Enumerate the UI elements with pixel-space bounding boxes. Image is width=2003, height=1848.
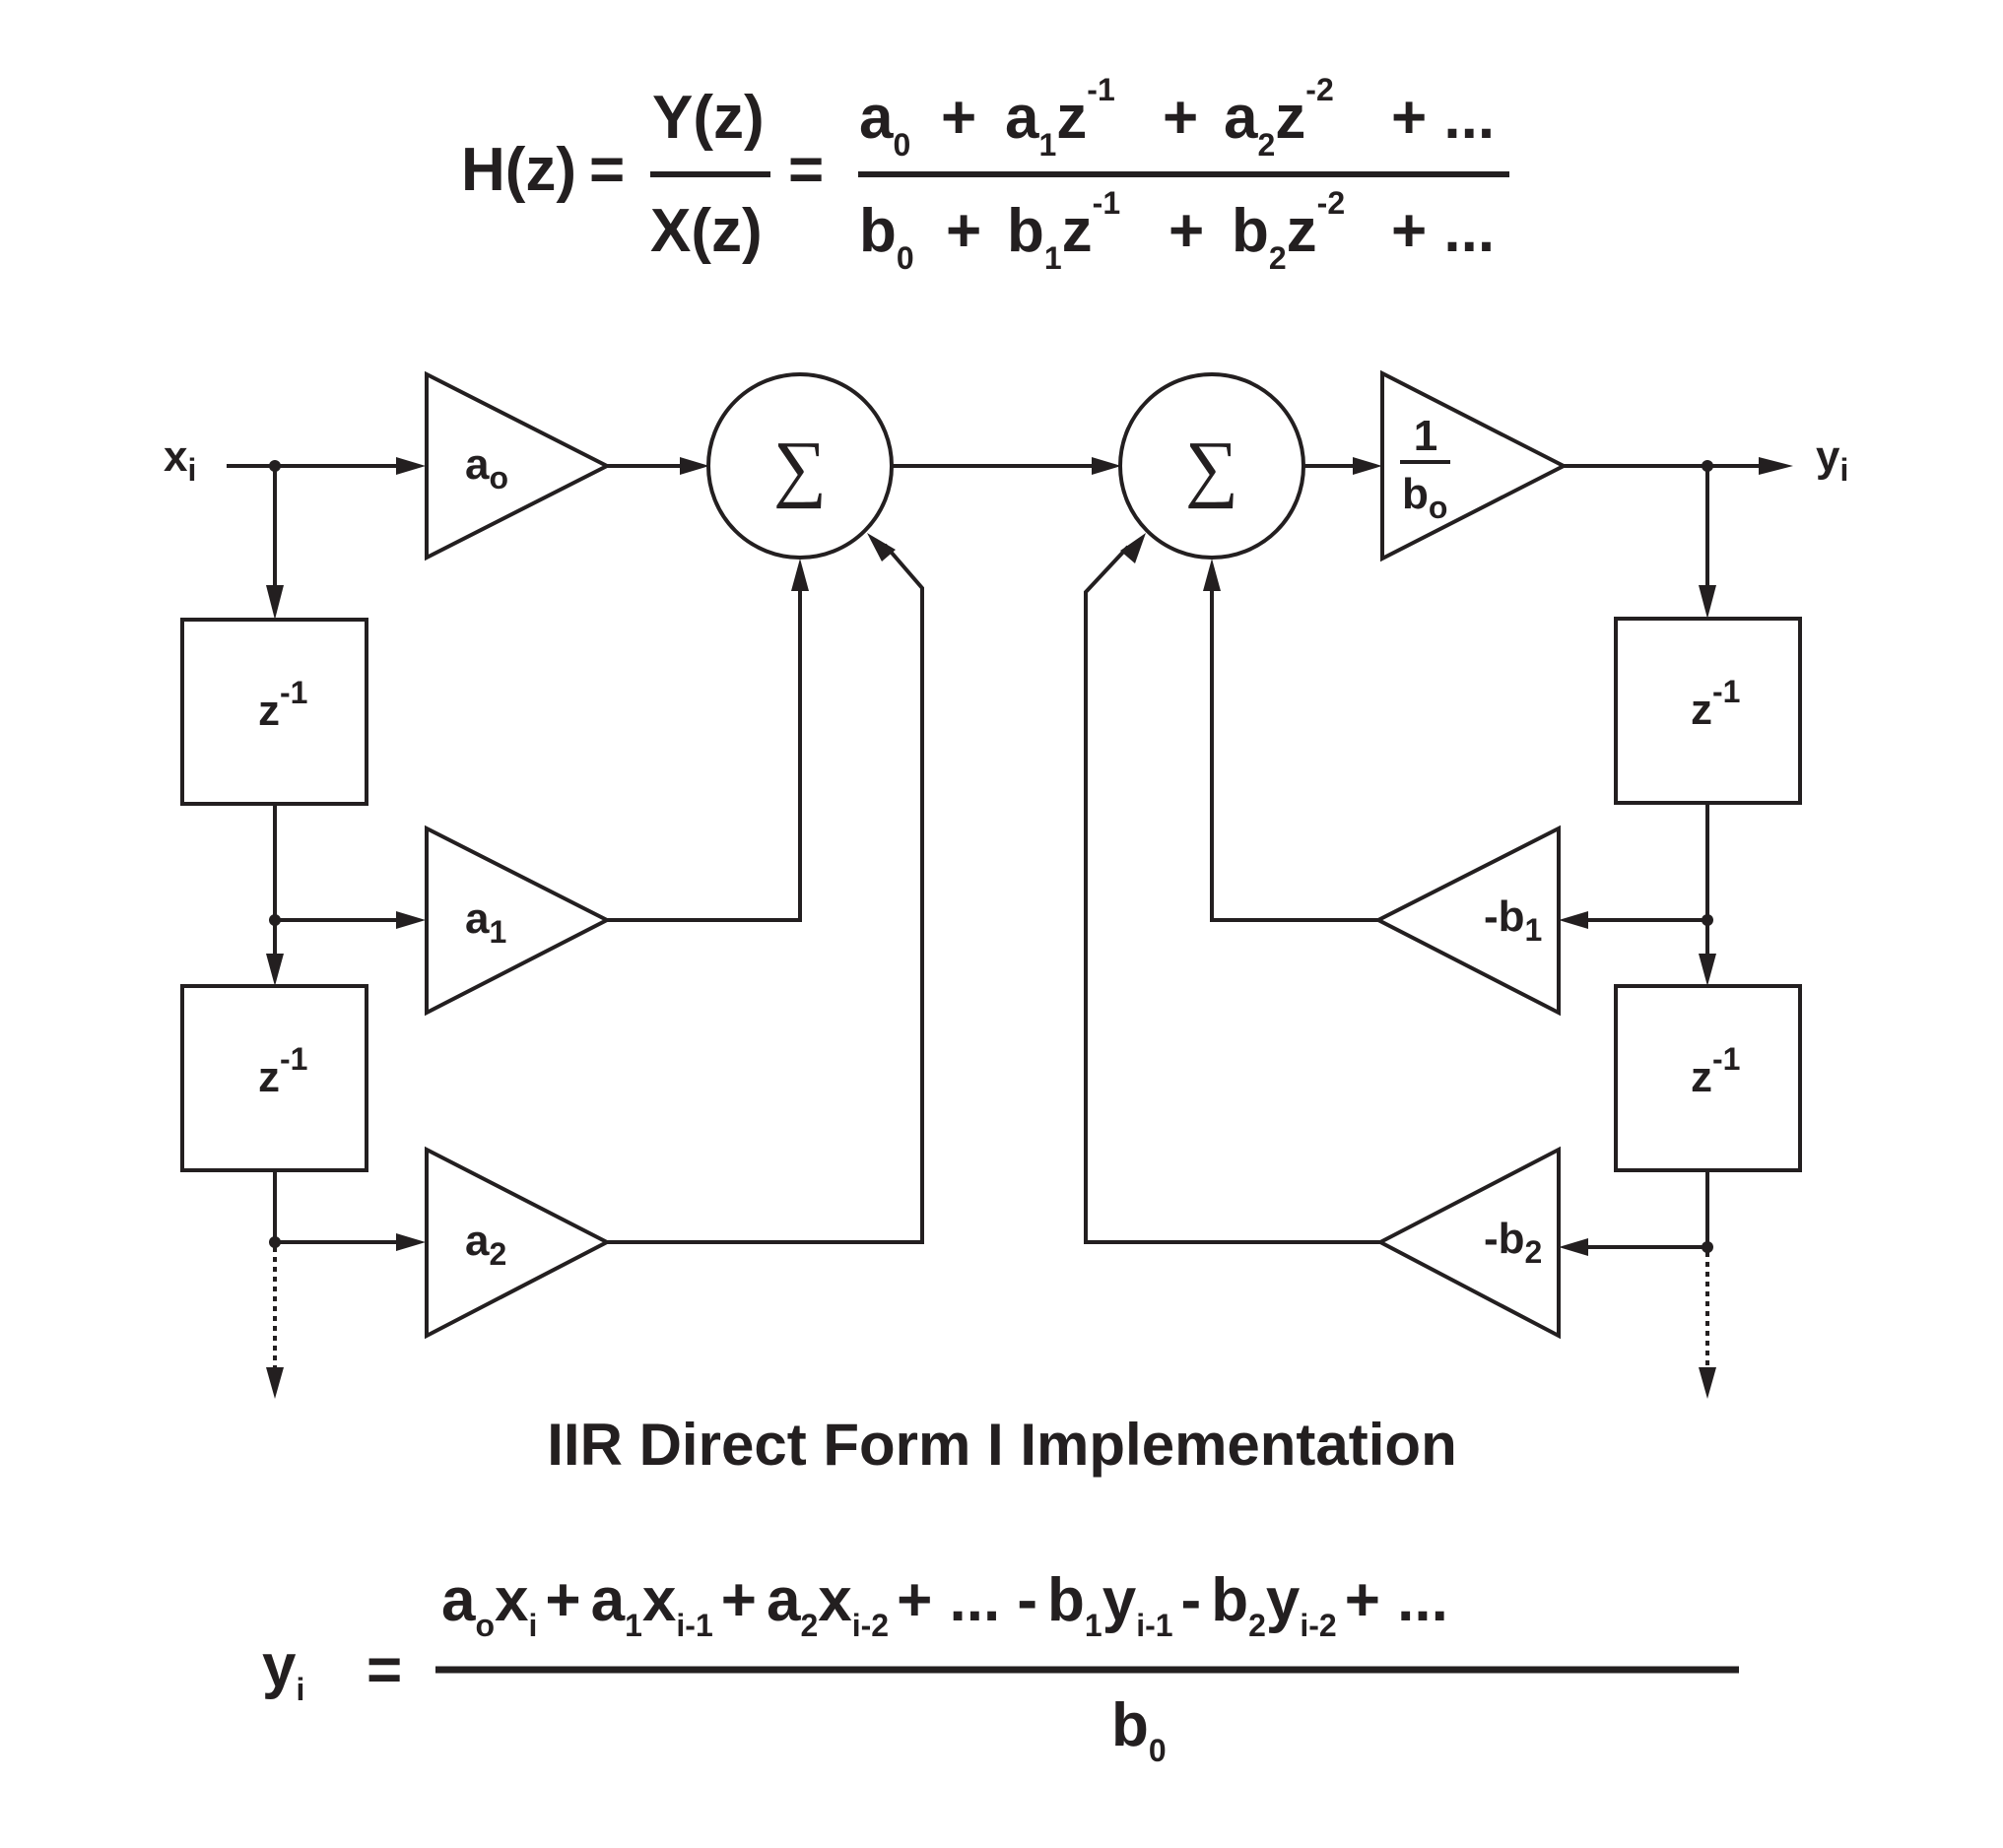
gain-neg-b2-triangle: [1375, 1146, 1561, 1340]
difference-equation: yi = aoxi+a1xi-1+a2xi-2+ ... -b1yi-1-b2y…: [262, 1566, 1739, 1768]
gain-neg-b1-triangle: [1373, 825, 1561, 1017]
tf-num-plus-ellipsis: + ...: [1391, 84, 1495, 152]
a2-to-sum1-line: [607, 543, 924, 1244]
arrowhead-neg-b1-into-sum2: [1203, 559, 1221, 591]
arrowhead-output: [1759, 457, 1793, 475]
left-delay-1-box: [180, 618, 368, 806]
gain-inv-b0-denominator: bo: [1402, 470, 1447, 525]
de-numerator: aoxi+a1xi-1+a2xi-2+ ... -b1yi-1-b2yi-2+ …: [441, 1566, 1448, 1643]
de-lhs-y-i: yi: [262, 1632, 304, 1707]
gain-inv-b0-triangle: [1380, 369, 1569, 562]
tf-num-a0: a0: [859, 84, 910, 163]
gain-a1-label: a1: [465, 894, 506, 950]
arrowhead-a1-into-sum1: [791, 559, 809, 591]
tf-den-b2: b2z-2: [1232, 185, 1345, 276]
neg-b1-to-sum2-line: [1210, 586, 1378, 922]
tf-den-plus-ellipsis: + ...: [1391, 197, 1495, 265]
arrowhead-to-left-delay-1: [266, 585, 284, 620]
equals-sign-2: =: [788, 136, 824, 204]
a1-to-sum1-line: [607, 586, 802, 922]
output-y-i-label: yi: [1816, 432, 1848, 488]
y-of-z-label: Y(z): [652, 84, 765, 152]
right-delay-2-label: z-1: [1691, 1041, 1740, 1101]
neg-b2-to-sum2-line: [1084, 545, 1380, 1244]
arrowhead-to-a2: [396, 1233, 426, 1251]
tf-num-a2: a2z-2: [1224, 72, 1334, 163]
gain-inv-b0-numerator: 1: [1414, 412, 1437, 460]
equals-sign: =: [589, 136, 625, 204]
tf-numerator: a0 + a1z-1 + a2z-2 + ...: [859, 72, 1495, 163]
input-x-i-label: xi: [164, 432, 196, 488]
de-denominator-b0: b0: [1111, 1691, 1167, 1768]
figure-title: IIR Direct Form I Implementation: [547, 1412, 1456, 1478]
tf-den-b1: b1z-1: [1007, 185, 1120, 276]
tf-num-plus-1: +: [941, 84, 976, 152]
arrowhead-to-a0: [396, 457, 426, 475]
tf-num-plus-2: +: [1163, 84, 1198, 152]
summer-1-sigma-icon: ∑: [773, 427, 827, 509]
arrowhead-neg-b2-into-sum2: [1120, 533, 1146, 563]
right-delay-1-box: [1614, 617, 1802, 805]
gain-a2-triangle: [425, 1146, 612, 1340]
tf-den-b0: b0: [859, 197, 914, 276]
h-of-z-label: H(z): [461, 136, 576, 204]
arrowhead-to-right-delay-2: [1699, 954, 1716, 986]
gain-a1-triangle: [425, 825, 612, 1017]
arrowhead-to-sum1: [680, 457, 709, 475]
de-equals-sign: =: [367, 1636, 402, 1704]
x-of-z-label: X(z): [650, 197, 763, 265]
tf-den-plus-1: +: [946, 197, 981, 265]
gain-neg-b2-label: -b2: [1484, 1215, 1542, 1270]
arrowhead-to-neg-b1: [1559, 911, 1588, 929]
gain-a0-label: ao: [465, 440, 508, 495]
tf-den-plus-2: +: [1168, 197, 1204, 265]
gain-neg-b1-label: -b1: [1484, 892, 1542, 948]
left-delay-1-label: z-1: [258, 675, 307, 735]
right-continuation-arrowhead: [1699, 1367, 1716, 1399]
arrowhead-to-right-delay-1: [1699, 585, 1716, 619]
gain-a0-triangle: [425, 370, 612, 561]
arrowhead-to-left-delay-2: [266, 954, 284, 986]
block-diagram: xi ao ∑ ∑ 1 bo yi: [164, 369, 1848, 1399]
arrowhead-a2-into-sum1: [867, 533, 896, 561]
left-continuation-arrowhead: [266, 1367, 284, 1399]
summer-2-sigma-icon: ∑: [1185, 427, 1238, 509]
right-delay-1-label: z-1: [1691, 674, 1740, 734]
arrowhead-to-neg-b2: [1559, 1238, 1588, 1256]
gain-a2-label: a2: [465, 1217, 506, 1272]
left-delay-2-label: z-1: [258, 1041, 307, 1101]
arrowhead-to-sum2: [1092, 457, 1121, 475]
tf-denominator: b0 + b1z-1 + b2z-2 + ...: [859, 185, 1495, 276]
transfer-function-equation: H(z) = Y(z) X(z) = a0 + a1z-1 + a2z-2 + …: [461, 72, 1509, 276]
right-delay-2-box: [1614, 984, 1802, 1172]
tf-num-a1: a1z-1: [1005, 72, 1115, 163]
arrowhead-to-a1: [396, 911, 426, 929]
arrowhead-to-inv-b0: [1353, 457, 1382, 475]
